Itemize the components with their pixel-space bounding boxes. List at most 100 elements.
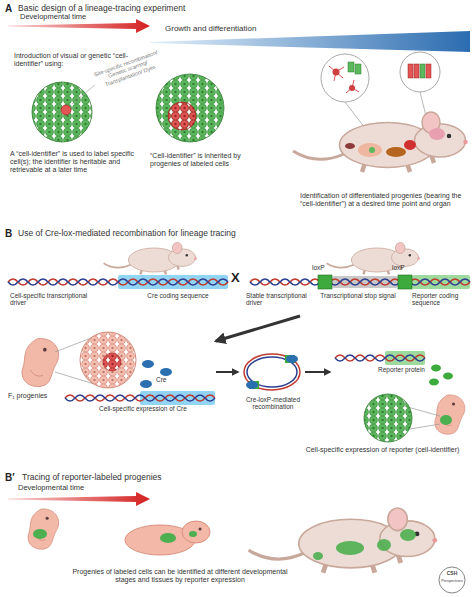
reporter-dna xyxy=(335,355,425,361)
labeled-adult-mouse xyxy=(400,529,416,541)
cre-dna xyxy=(65,395,215,401)
reporter-dna xyxy=(335,355,425,361)
labeled-cell-cluster xyxy=(156,74,224,142)
panel-title: Tracing of reporter-labeled progenies xyxy=(22,473,322,483)
labeled-cell-cluster xyxy=(156,74,224,142)
growth-wedge xyxy=(150,31,470,52)
cross-arrow xyxy=(216,316,300,341)
callout-bubble xyxy=(321,54,369,102)
reporter-embryo xyxy=(364,394,412,442)
callout-bubble xyxy=(346,80,359,93)
labeled-embryo xyxy=(33,529,47,539)
adult-mouse xyxy=(293,112,468,172)
labeled-adult-mouse xyxy=(249,508,438,573)
recombination-loop xyxy=(246,381,258,389)
recombination-loop xyxy=(244,354,300,390)
adult-mouse xyxy=(345,143,355,149)
cre-dna xyxy=(140,391,215,405)
cre-construct xyxy=(8,279,228,285)
labeled-adult-mouse xyxy=(336,541,364,555)
recombination-loop xyxy=(244,354,300,390)
cre-protein xyxy=(160,368,172,376)
cross-arrow xyxy=(216,316,300,341)
labeled-adult-mouse xyxy=(313,552,323,560)
panel-letter: B xyxy=(5,228,19,240)
reporter-construct xyxy=(332,276,398,288)
adult-mouse xyxy=(358,143,382,157)
reporter-construct xyxy=(250,279,470,285)
panel-letter: B′ xyxy=(5,472,23,484)
labeled-pup xyxy=(160,533,176,543)
cre-construct xyxy=(118,275,228,289)
reporter-protein xyxy=(431,365,441,372)
labeled-pup xyxy=(182,521,210,543)
f1-embryo xyxy=(80,332,136,388)
protein-label: Cre xyxy=(156,376,176,383)
axis-label: Developmental time xyxy=(18,484,118,493)
step-text: Cell-specific expression of Cre xyxy=(68,405,218,412)
recombination-loop xyxy=(286,355,298,363)
growth-wedge xyxy=(150,31,470,52)
cre-construct xyxy=(8,279,228,285)
callout-bubble xyxy=(426,64,431,78)
f1-embryo xyxy=(22,332,136,388)
reporter-embryo xyxy=(440,415,452,425)
segment-label: Transcriptional stop signal xyxy=(318,292,398,299)
labeled-embryo xyxy=(28,509,59,549)
step-text: A “cell-identifier” is used to label spe… xyxy=(10,150,145,174)
callout-bubble xyxy=(355,64,361,74)
site-label: loxP xyxy=(312,264,342,271)
time-arrow xyxy=(8,492,150,506)
step-arrow xyxy=(216,372,330,373)
reporter-protein xyxy=(443,373,453,380)
reporter-embryo xyxy=(364,394,465,442)
segment-label: Cell-specific transcriptional driver xyxy=(10,292,90,307)
step-arrow xyxy=(305,371,330,373)
labeled-adult-mouse xyxy=(249,508,438,573)
segment-label: Cre coding sequence xyxy=(128,292,228,299)
labeled-pup xyxy=(125,521,210,555)
panel-title: Use of Cre-lox-mediated recombination fo… xyxy=(18,229,318,239)
adult-mouse xyxy=(429,128,445,140)
cre-construct xyxy=(8,275,228,289)
labeled-pup xyxy=(189,531,197,537)
reporter-protein xyxy=(429,365,453,386)
step-text: Cell-specific expression of reporter (ce… xyxy=(295,446,470,454)
cre-protein xyxy=(140,380,152,388)
labeled-embryo xyxy=(28,509,59,549)
axis-label: Developmental time xyxy=(20,13,120,22)
panel-letter: A xyxy=(5,3,19,15)
cre-protein xyxy=(140,360,172,388)
adult-mouse xyxy=(293,112,468,172)
site-label: loxP xyxy=(392,264,422,271)
callout-bubble xyxy=(408,64,413,78)
logo-text: Perspectives xyxy=(434,579,470,583)
reporter-construct xyxy=(318,275,332,289)
callout-bubble xyxy=(329,66,344,81)
f1-embryo xyxy=(103,353,121,371)
time-arrow xyxy=(8,19,150,33)
callout-bubble xyxy=(414,64,419,78)
cell-cluster xyxy=(72,85,95,104)
cell-cluster xyxy=(32,82,92,142)
segment-label: Stable transcriptional driver xyxy=(246,292,318,307)
step-text: Identification of differentiated progeni… xyxy=(300,192,470,208)
labeled-adult-mouse xyxy=(377,539,391,551)
callout-bubble xyxy=(420,64,425,78)
adult-mouse xyxy=(404,140,416,150)
parent-mouse xyxy=(104,242,420,274)
cre-protein xyxy=(142,360,154,368)
callout-bubble xyxy=(348,62,354,72)
callout-bubble xyxy=(400,52,440,92)
cross-symbol: X xyxy=(231,271,245,286)
time-arrow xyxy=(8,492,150,506)
stage-label: F₁ progenies xyxy=(8,392,68,400)
axis-label: Growth and differentiation xyxy=(165,24,295,33)
step-text: “Cell-identifier” is inherited by progen… xyxy=(150,152,270,168)
f1-embryo xyxy=(22,339,59,387)
cell-cluster xyxy=(32,82,95,142)
reporter-dna xyxy=(335,351,425,365)
reporter-construct xyxy=(250,279,470,285)
